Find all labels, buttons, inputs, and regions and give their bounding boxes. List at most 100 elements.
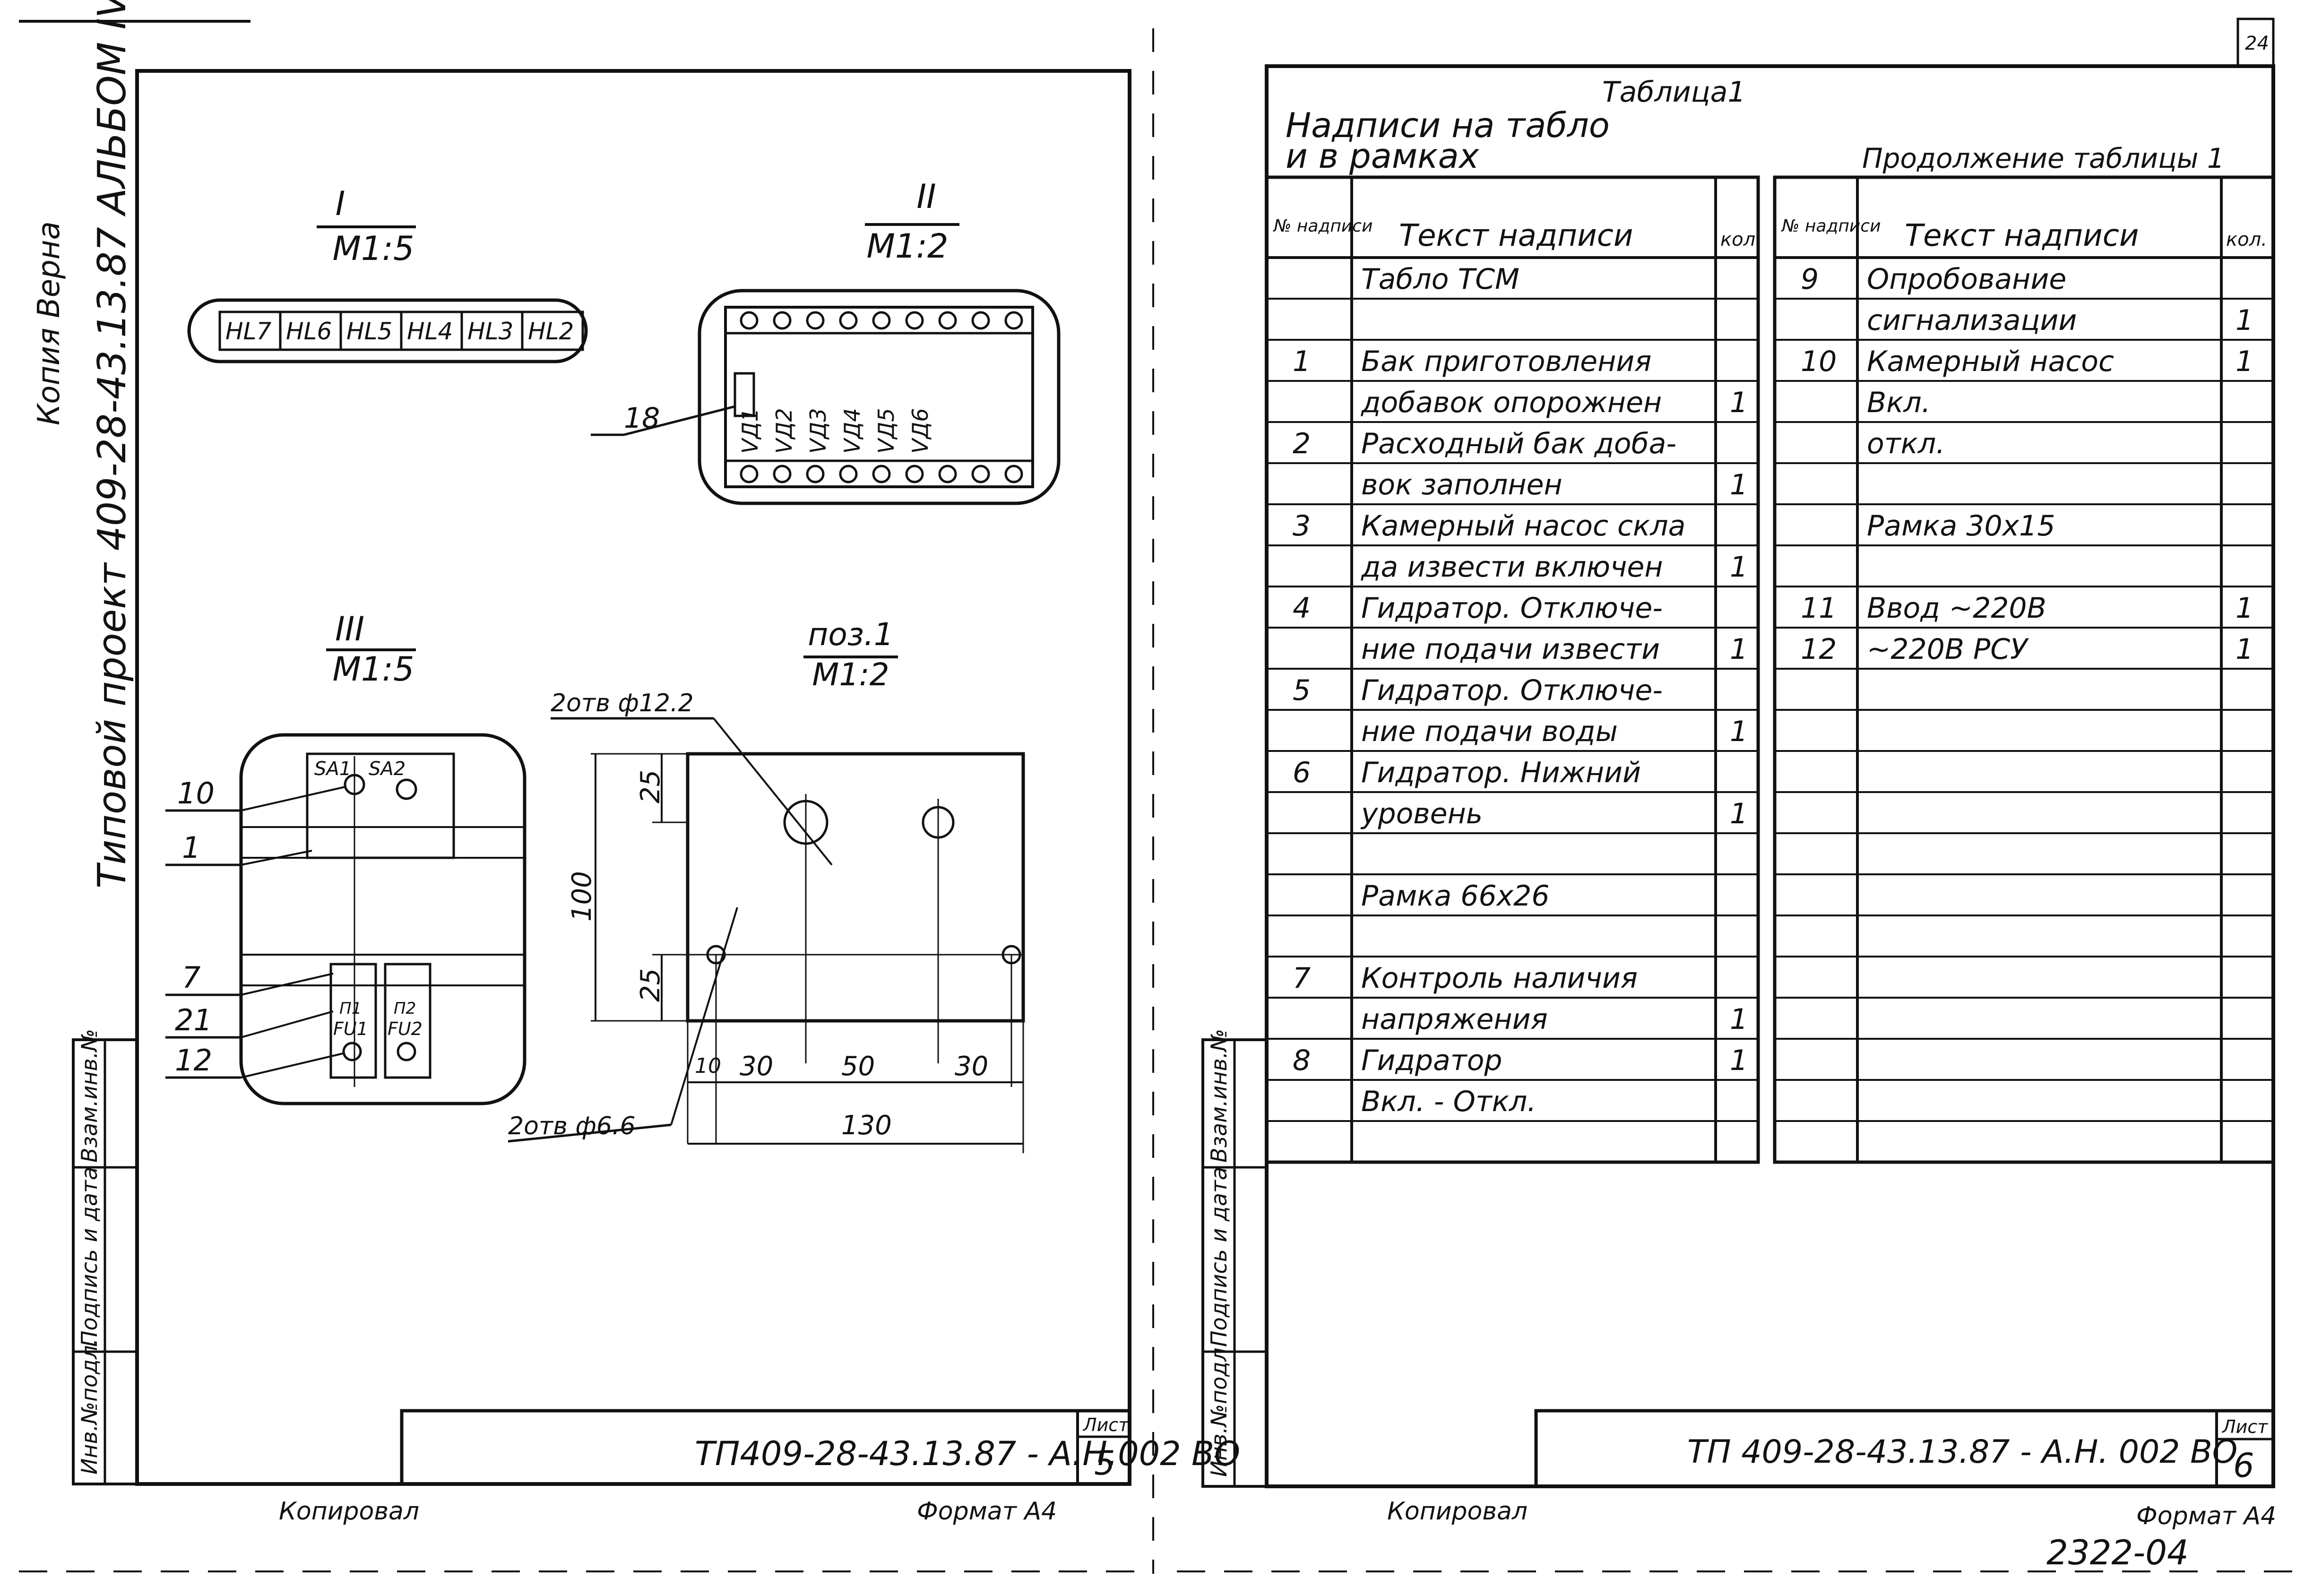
terminal-hole: [1004, 465, 1023, 483]
left-row-no: 7: [1293, 962, 1311, 995]
left-sheet: Инв.№подл. Подпись и дата Взам.инв.№ Коп…: [19, 0, 1240, 1574]
left-row-qty: 1: [1730, 468, 1748, 501]
view3-label: III: [335, 610, 364, 648]
left-title-code: ТП409-28-43.13.87 - А.Н.002 ВО: [695, 1434, 1240, 1473]
callout-1: 1: [182, 830, 200, 865]
part1-hole-top: 2отв ф12.2: [551, 689, 694, 717]
side-project-title: Типовой проект 409-28-43.13.87 АЛЬБОМ IV: [90, 0, 135, 889]
left-row-no: 1: [1293, 345, 1311, 378]
left-row-text: Контроль наличия: [1361, 962, 1638, 995]
terminal-hole: [971, 311, 990, 330]
dim-25-bottom: 25: [635, 968, 666, 1002]
terminal-hole: [740, 311, 759, 330]
right-footer-copied: Копировал: [1387, 1497, 1528, 1526]
side-note-copy: Копия Верна: [32, 221, 67, 425]
view3-scale: М1:5: [332, 650, 414, 689]
view2-label: II: [916, 177, 936, 216]
left-row-qty: 1: [1730, 551, 1748, 584]
diode-label: VД4: [839, 408, 865, 454]
right-title-code: ТП 409-28-43.13.87 - А.Н. 002 ВО: [1687, 1433, 2237, 1471]
terminal-hole: [872, 465, 891, 483]
left-row-qty: 1: [1730, 715, 1748, 748]
left-row-no: 2: [1293, 427, 1311, 460]
callout-12: 12: [175, 1043, 212, 1078]
table-heading-2: и в рамках: [1286, 136, 1480, 176]
right-sheet: 24 Инв.№подл. Подпись и дата Взам.инв.№ …: [1177, 17, 2297, 1572]
right-row-text: ~220В РСУ: [1867, 633, 2029, 666]
corner-number: 24: [2245, 33, 2269, 54]
left-stamp-sign: Подпись и дата: [77, 1167, 102, 1347]
left-row-qty: 1: [1730, 797, 1748, 830]
dim-100: 100: [567, 871, 597, 922]
view2-scale: М1:2: [866, 227, 948, 266]
right-stamp-inv: Инв.№подл.: [1206, 1341, 1232, 1477]
diode-label: VД5: [873, 408, 899, 454]
right-row-no: 10: [1801, 345, 1837, 378]
left-row-text: Гидратор. Отключе-: [1361, 592, 1663, 625]
callout-10: 10: [177, 776, 215, 811]
lamp-label: HL5: [346, 318, 392, 345]
diode-label: VД3: [805, 408, 831, 454]
terminal-hole: [905, 311, 924, 330]
right-header-qty: кол.: [2226, 229, 2267, 250]
view1-scale: М1:5: [332, 229, 414, 268]
right-stamp-replace: Взам.инв.№: [1206, 1029, 1232, 1163]
part1-plate: [686, 752, 1025, 1023]
left-row-no: 3: [1293, 509, 1311, 543]
terminal-hole: [839, 311, 858, 330]
right-header-text: Текст надписи: [1905, 218, 2139, 253]
left-row-no: 4: [1293, 592, 1311, 625]
left-footer-copied: Копировал: [279, 1497, 419, 1526]
left-sheet-label: Лист: [1082, 1415, 1130, 1435]
view3-callouts: 10 1 7 21 12: [165, 776, 345, 1079]
dim-25-top: 25: [635, 770, 666, 803]
table-heading-1: Надписи на табло: [1286, 105, 1610, 145]
left-row-no: 8: [1293, 1044, 1311, 1077]
terminal-hole: [740, 465, 759, 483]
right-row-text: сигнализации: [1867, 304, 2077, 337]
terminal-hole: [905, 465, 924, 483]
left-row-text: Бак приготовления: [1361, 345, 1651, 378]
left-row-no: 6: [1293, 756, 1311, 789]
part1-hole-bottom: 2отв ф6.6: [508, 1112, 636, 1140]
fuse-fu2: FU2: [388, 1018, 423, 1039]
left-row-qty: 1: [1730, 1044, 1748, 1077]
dim-130: 130: [841, 1110, 892, 1141]
left-row-text: Гидратор: [1361, 1044, 1502, 1077]
terminal-hole: [806, 311, 825, 330]
part1-scale: М1:2: [812, 656, 889, 693]
left-row-qty: 1: [1730, 386, 1748, 419]
right-sheet-number: 6: [2233, 1446, 2254, 1485]
left-header-text: Текст надписи: [1399, 218, 1633, 253]
fuse-tag-1: П1: [339, 999, 362, 1018]
terminal-hole: [806, 465, 825, 483]
callout-21: 21: [175, 1003, 212, 1037]
lamp-label: HL7: [225, 318, 271, 345]
dim-50: 50: [841, 1051, 875, 1082]
right-row-text: Рамка 30х15: [1867, 509, 2055, 543]
left-stamp-replace: Взам.инв.№: [77, 1029, 102, 1163]
left-sheet-number: 5: [1094, 1444, 1115, 1483]
left-row-text: вок заполнен: [1361, 468, 1562, 501]
right-row-text: Ввод ~220В: [1867, 592, 2046, 625]
left-row-text: Камерный насос скла: [1361, 509, 1685, 543]
left-row-text: ние подачи воды: [1361, 715, 1618, 748]
table-continuation: Продолжение таблицы 1: [1862, 142, 2225, 174]
left-row-text: уровень: [1360, 797, 1483, 830]
callout-7: 7: [182, 960, 200, 995]
right-row-qty: 1: [2236, 304, 2253, 337]
right-row-text: Вкл.: [1867, 386, 1931, 419]
left-row-text: Рамка 66х26: [1361, 880, 1550, 913]
right-stamp-sign: Подпись и дата: [1206, 1167, 1232, 1347]
table-caption: Таблица1: [1602, 76, 1746, 109]
view2-holes: [740, 311, 1023, 483]
view1-label: I: [336, 184, 345, 223]
left-row-text: ние подачи извести: [1361, 633, 1660, 666]
terminal-hole: [872, 311, 891, 330]
view3-panel: [239, 733, 527, 1105]
